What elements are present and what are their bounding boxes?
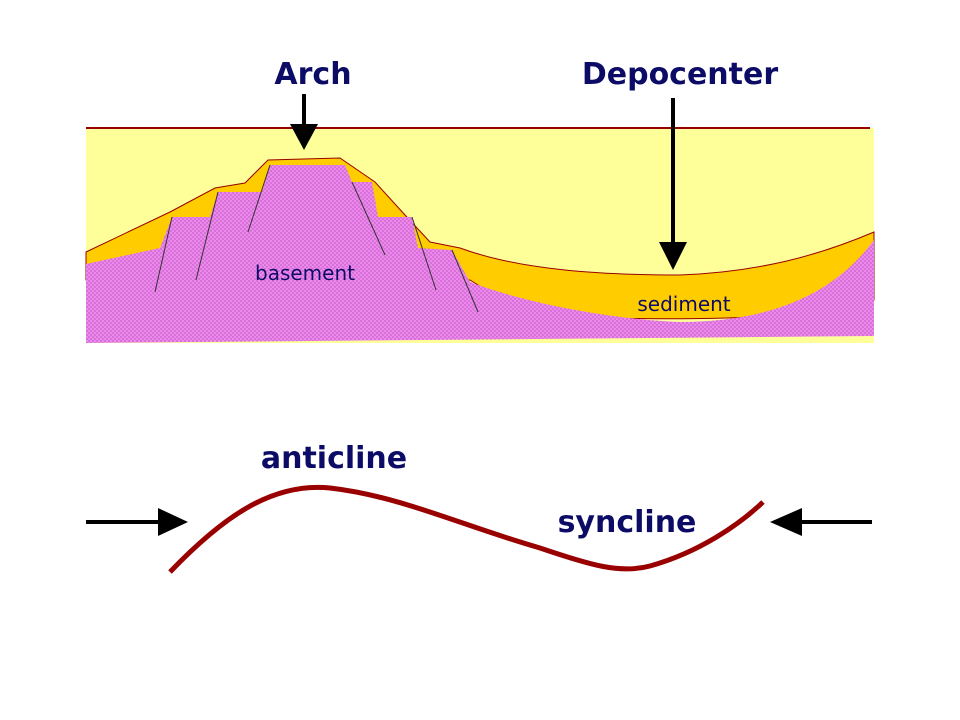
arch-arrow xyxy=(290,94,318,150)
basement-rock xyxy=(86,165,874,343)
arch-label: Arch xyxy=(274,57,351,92)
fold-curve xyxy=(168,484,765,574)
fault-lines xyxy=(154,164,479,313)
left-compression-arrow xyxy=(86,508,188,536)
basement-label: basement xyxy=(255,261,355,285)
depocenter-arrow xyxy=(659,98,687,270)
sediment-label: sediment xyxy=(637,292,730,316)
anticline-label: anticline xyxy=(261,441,407,476)
right-compression-arrow xyxy=(770,508,872,536)
depocenter-label: Depocenter xyxy=(582,57,779,92)
syncline-label: syncline xyxy=(558,505,697,540)
